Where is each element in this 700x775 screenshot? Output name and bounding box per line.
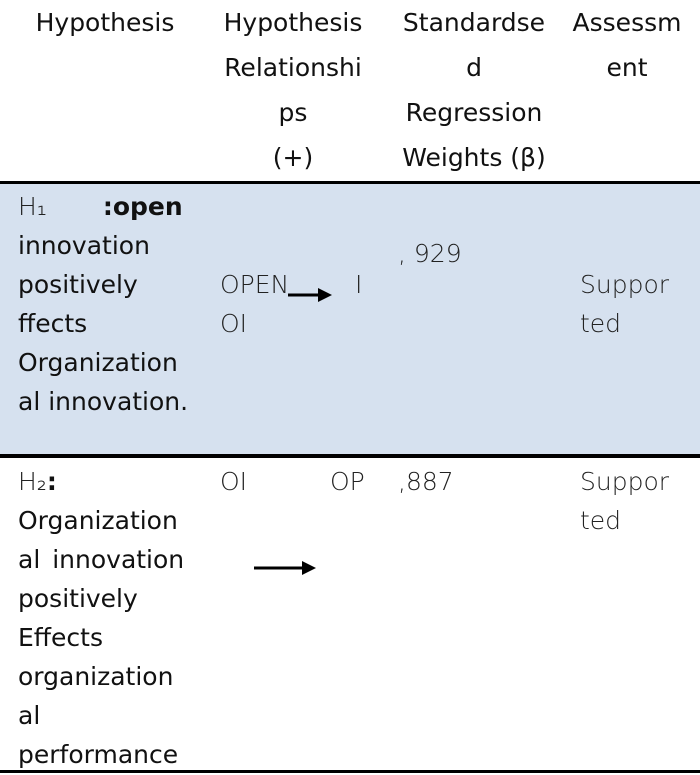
header-hypothesis: Hypothesis: [35, 8, 175, 37]
right-arrow-icon: [254, 561, 316, 575]
row-1-background: [0, 184, 700, 454]
header-relationships: Hypothesis Relationshi ps (+): [223, 8, 363, 172]
row-divider: [0, 454, 700, 458]
row-1-relationship-to: I: [355, 270, 363, 299]
row-1-weight: , 929: [398, 239, 462, 268]
row-2-weight: ,887: [398, 467, 454, 496]
row-2-assessment: Suppor ted: [580, 467, 670, 535]
right-arrow-icon: [288, 288, 332, 302]
row-1-assessment: Suppor ted: [580, 270, 670, 338]
row-2-label: H₂: [18, 467, 47, 496]
header-rule: [0, 181, 700, 184]
row-2-relationship-to: OP: [330, 467, 365, 496]
row-2-hypothesis: H₂: Organization al innovation positivel…: [18, 467, 185, 769]
row-1-label: H₁: [18, 192, 47, 221]
header-regression-weights: Standardse d Regression Weights (β): [402, 8, 546, 172]
bottom-rule: [0, 770, 700, 773]
row-1-relationship-from: OPEN OI: [220, 270, 290, 338]
row-1-hypothesis: H₁:open innovation positively ffects Org…: [18, 192, 189, 416]
row-2-relationship-from: OI: [220, 467, 248, 496]
header-assessment: Assessm ent: [572, 8, 682, 82]
